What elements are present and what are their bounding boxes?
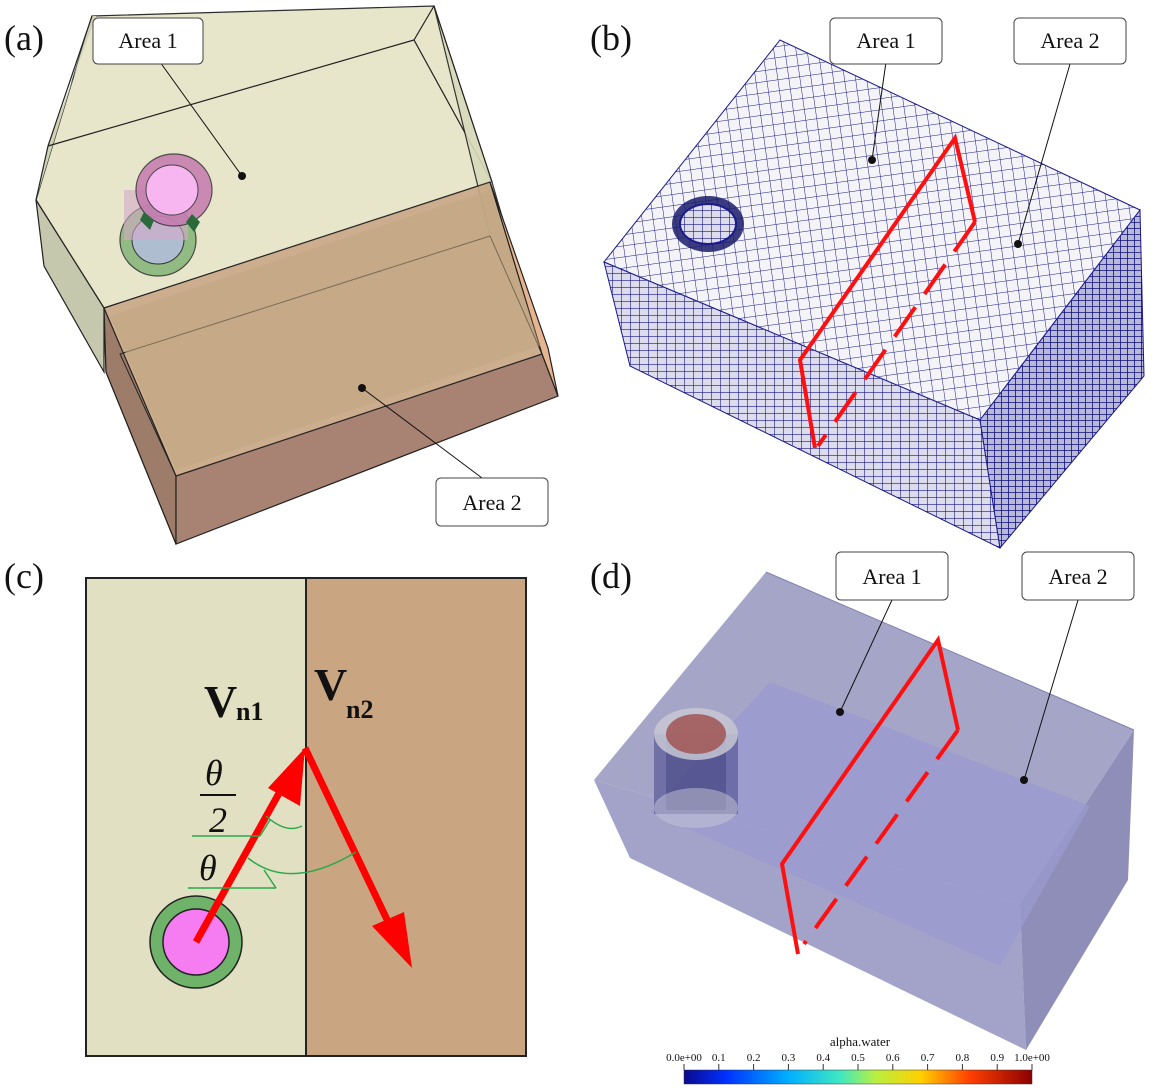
colorbar-tick-label: 0.7 (921, 1052, 935, 1064)
callout-d-area2: Area 2 (1020, 551, 1135, 784)
colorbar-tick-label: 1.0e+00 (1014, 1052, 1050, 1064)
full-angle-mark: θ (188, 848, 357, 889)
colorbar-tick-label: 0.0e+00 (666, 1052, 702, 1064)
boundary-plane-b (797, 133, 977, 449)
incident-arrow (192, 748, 305, 944)
pile-3d (119, 153, 213, 277)
colorbar-gradient (683, 1069, 1033, 1085)
callout-b-area2: Area 2 (1013, 17, 1127, 248)
callout-b-area1-text: Area 1 (856, 28, 915, 53)
colorbar-tick-label: 0.5 (851, 1052, 865, 1064)
area2-region (305, 577, 527, 1057)
pile-cylinder (654, 708, 738, 828)
mesh-block (603, 39, 1145, 550)
colorbar-tick-label: 0.8 (956, 1052, 970, 1064)
callout-d-area2-text: Area 2 (1048, 564, 1107, 589)
half-angle-denominator: 2 (209, 800, 227, 840)
colorbar: alpha.water 0.0e+00 0.1 0.2 0.3 0.4 0.5 0.6 0.7… (666, 1034, 1050, 1085)
callout-d-area1-text: Area 1 (862, 564, 921, 589)
half-angle-numerator: θ (205, 753, 223, 793)
colorbar-tick-label: 0.6 (886, 1052, 900, 1064)
boundary-plane-d (779, 635, 960, 955)
panel-b: (b) Area 1 Area 2 (590, 17, 1145, 550)
panel-c-label: (c) (4, 556, 44, 596)
colorbar-title: alpha.water (830, 1034, 891, 1049)
panel-a: (a) (4, 5, 559, 545)
vector-n1-sub: n1 (236, 697, 263, 726)
panel-a-label: (a) (4, 18, 44, 58)
callout-a-area2-text: Area 2 (462, 490, 521, 515)
callout-a-area1-text: Area 1 (118, 28, 177, 53)
callout-a-area1: Area 1 (92, 17, 246, 180)
colorbar-ticks: 0.0e+00 0.1 0.2 0.3 0.4 0.5 0.6 0.7 0.8 0.9 1.0e+0… (666, 1052, 1050, 1070)
colorbar-tick-label: 0.1 (712, 1052, 726, 1064)
colorbar-tick-label: 0.2 (747, 1052, 761, 1064)
callout-a-area2: Area 2 (358, 384, 549, 527)
panel-b-label: (b) (590, 18, 632, 58)
panel-d-label: (d) (590, 556, 632, 596)
tank-3d (594, 571, 1135, 1050)
callout-b-area2-text: Area 2 (1040, 28, 1099, 53)
callout-d-area1: Area 1 (835, 551, 949, 716)
colorbar-tick-label: 0.4 (816, 1052, 830, 1064)
reflected-arrow (301, 746, 412, 968)
panel-d: (d) Area 1 Ar (590, 551, 1135, 1085)
colorbar-tick-label: 0.9 (990, 1052, 1004, 1064)
vector-n2-sub: n2 (346, 695, 373, 724)
callout-b-area1: Area 1 (829, 17, 943, 164)
vector-n2-main: V (314, 659, 347, 710)
panel-c: (c) V n1 V n2 θ 2 (4, 556, 527, 1057)
colorbar-tick-label: 0.3 (782, 1052, 796, 1064)
full-angle-label: θ (199, 848, 217, 888)
half-angle-mark: θ 2 (192, 753, 303, 840)
vector-n1-main: V (204, 676, 237, 727)
area2-box (103, 181, 559, 545)
